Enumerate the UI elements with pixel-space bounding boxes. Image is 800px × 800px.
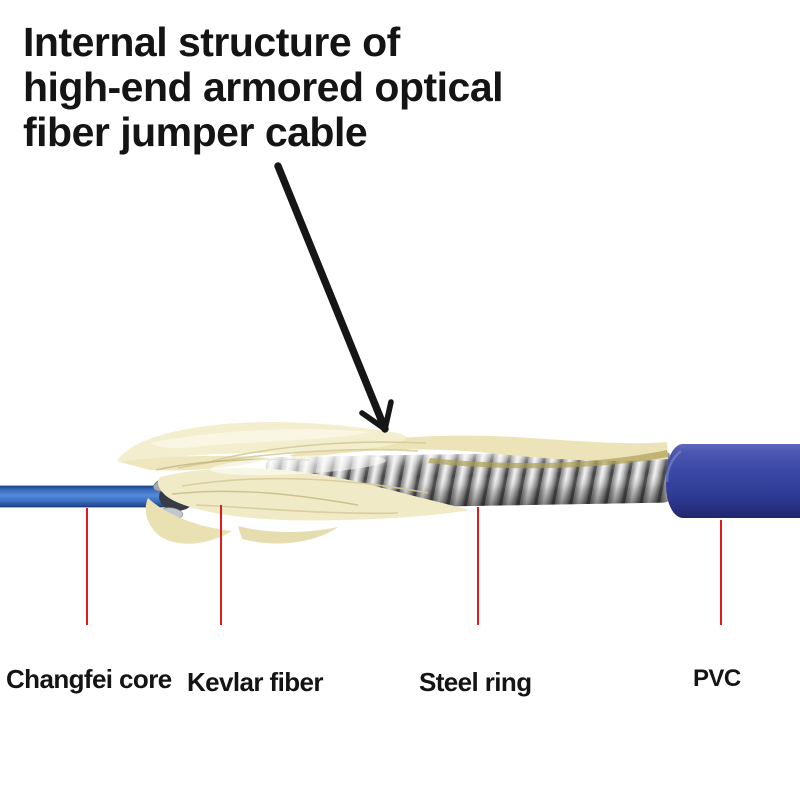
page-title: Internal structure of high-end armored o… — [23, 19, 504, 155]
title-line-3: fiber jumper cable — [23, 109, 368, 155]
title-line-1: Internal structure of — [23, 19, 400, 65]
leader-lines — [86, 505, 722, 625]
pointer-arrow — [274, 162, 394, 433]
label-kevlar-fiber: Kevlar fiber — [187, 667, 323, 697]
title-line-2: high-end armored optical — [23, 64, 504, 110]
label-changfei-core: Changfei core — [6, 664, 172, 694]
label-pvc: PVC — [693, 665, 741, 692]
pvc-jacket — [665, 444, 800, 518]
label-steel-ring: Steel ring — [419, 667, 532, 697]
kevlar-fiber-bundle — [117, 422, 668, 544]
